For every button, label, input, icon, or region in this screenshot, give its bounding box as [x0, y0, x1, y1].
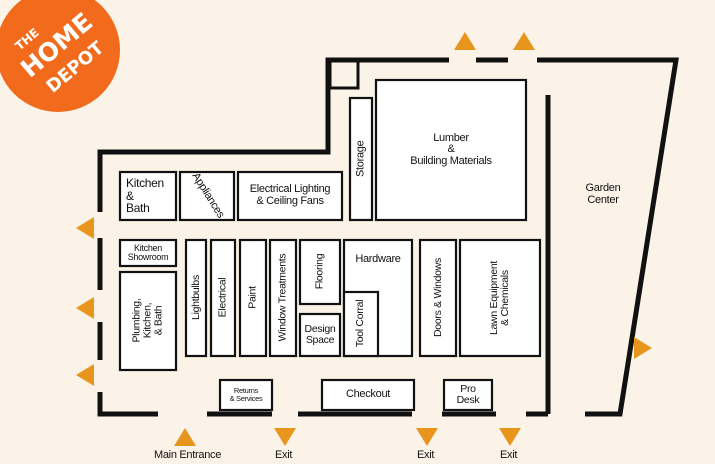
- tool-corral-label-wrap: Tool Corral: [344, 292, 378, 356]
- exit-label-3: Exit: [500, 449, 518, 461]
- wall-east: [537, 57, 679, 417]
- lawn-equipment-label-wrap: Lawn Equipment & Chemicals: [460, 240, 540, 356]
- kitchen-showroom-box: [118, 238, 178, 268]
- lumber-box: [374, 78, 528, 222]
- paint-label: Paint: [246, 286, 259, 310]
- lightbulbs-label-wrap: Lightbulbs: [186, 240, 206, 356]
- plumbing-label-wrap: Plumbing, Kitchen, & Bath: [120, 272, 176, 370]
- department-boxes: [118, 78, 542, 412]
- lawn-equipment-label: Lawn Equipment & Chemicals: [487, 260, 511, 336]
- electrical-lighting-label: Electrical Lighting & Ceiling Fans: [249, 183, 331, 207]
- storage-box: [348, 96, 374, 222]
- north-door-marker-1: [454, 32, 476, 50]
- lightbulbs-box: [184, 238, 208, 358]
- door-markers: [76, 32, 652, 446]
- doors-windows-box: [418, 238, 458, 358]
- storage-label: Storage: [354, 140, 367, 178]
- exit-marker-3: [499, 428, 521, 446]
- lumber-label: Lumber & Building Materials: [410, 131, 492, 167]
- electrical-label: Electrical: [216, 278, 229, 318]
- home-depot-logo: THE HOME DEPOT: [0, 0, 120, 112]
- paint-box: [238, 238, 268, 358]
- lightbulbs-label: Lightbulbs: [189, 275, 202, 321]
- exit-marker-2: [416, 428, 438, 446]
- appliances-label-wrap: Appliances: [180, 170, 234, 221]
- returns-box: [218, 378, 274, 412]
- flooring-label: Flooring: [313, 254, 326, 290]
- window-treatments-label: Window Treatments: [276, 254, 289, 342]
- west-door-marker-3: [76, 364, 94, 386]
- hardware-label: Hardware: [355, 253, 401, 265]
- logo-badge: [0, 0, 120, 112]
- exit-label-1: Exit: [275, 449, 293, 461]
- checkout-box: [320, 378, 416, 412]
- main-entrance-marker: [174, 428, 196, 446]
- electrical-lighting-box: [236, 170, 344, 222]
- checkout-label: Checkout: [345, 388, 391, 401]
- garden-center-label: Garden Center: [585, 182, 621, 206]
- doors-windows-label-wrap: Doors & Windows: [420, 240, 456, 356]
- pro-desk-box: [442, 378, 494, 412]
- flooring-box: [298, 238, 342, 306]
- design-space-label: Design Space: [304, 322, 336, 346]
- tool-corral-box: [342, 290, 380, 358]
- exit-label-2: Exit: [417, 449, 435, 461]
- plumbing-box: [118, 270, 178, 372]
- main-entrance-label: Main Entrance: [154, 449, 222, 461]
- pro-desk-label: Pro Desk: [456, 382, 480, 406]
- kitchen-bath-label: Kitchen & Bath: [126, 176, 164, 216]
- lawn-equipment-box: [458, 238, 542, 358]
- kitchen-showroom-label: Kitchen Showroom: [127, 242, 169, 262]
- wall-north-west: [97, 57, 449, 212]
- kitchen-bath-box: [118, 170, 178, 222]
- west-door-marker-1: [76, 217, 94, 239]
- tool-corral-label: Tool Corral: [354, 300, 367, 348]
- appliances-label: Appliances: [189, 170, 227, 221]
- electrical-box: [209, 238, 237, 358]
- design-space-box: [298, 312, 342, 358]
- paint-label-wrap: Paint: [240, 240, 266, 356]
- store-walls: [97, 57, 679, 417]
- doors-windows-label: Doors & Windows: [431, 258, 444, 338]
- appliances-box: [178, 170, 236, 222]
- east-door-marker: [634, 337, 652, 359]
- corner-room: [328, 58, 360, 90]
- window-treatments-box: [268, 238, 298, 358]
- north-door-marker-2: [513, 32, 535, 50]
- electrical-label-wrap: Electrical: [211, 240, 235, 356]
- plumbing-label: Plumbing, Kitchen, & Bath: [130, 298, 165, 343]
- returns-label: Returns & Services: [229, 386, 263, 403]
- wall-south-west: [97, 392, 158, 417]
- west-door-marker-2: [76, 297, 94, 319]
- storage-label-wrap: Storage: [350, 98, 372, 220]
- window-treatments-label-wrap: Window Treatments: [270, 240, 296, 356]
- flooring-label-wrap: Flooring: [300, 240, 340, 304]
- exit-marker-1: [274, 428, 296, 446]
